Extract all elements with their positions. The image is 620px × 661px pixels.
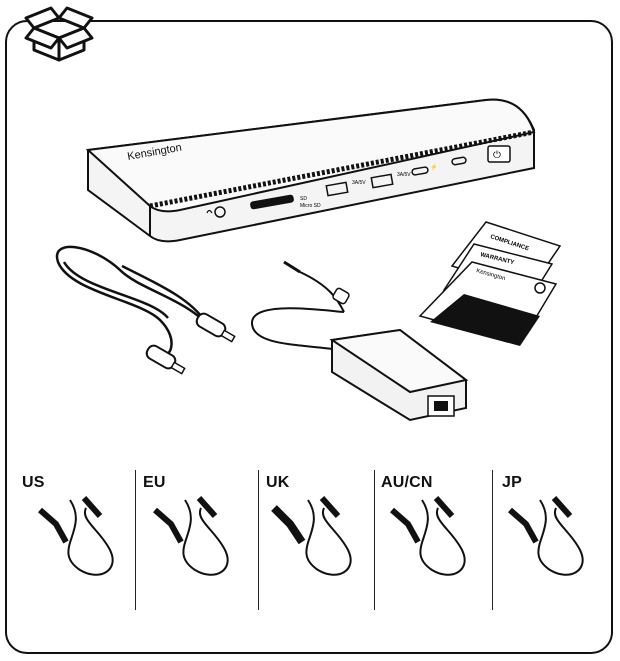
region-label-jp: JP <box>502 474 522 491</box>
headphone-icon <box>206 209 213 214</box>
usb-c-port <box>451 156 467 166</box>
usb-power-label-1: 3A/5V <box>352 180 366 186</box>
region-label-eu: EU <box>143 474 166 491</box>
sd-card-slot <box>250 194 294 210</box>
usb-power-label-2: 3A/5V <box>397 172 411 178</box>
docking-station: Kensington SD Micro SD 3A/5V 3A/5V ⚡ ⏻ <box>85 98 536 243</box>
power-cords-row <box>38 496 584 576</box>
package-contents-frame <box>5 20 613 654</box>
usb-a-port-2 <box>370 173 394 189</box>
sd-label: SD <box>300 196 307 202</box>
region-label-au-cn: AU/CN <box>381 474 433 491</box>
audio-jack-port <box>214 206 226 218</box>
region-separator-3 <box>374 470 375 610</box>
thunderbolt-port <box>411 166 429 176</box>
thunderbolt-icon: ⚡ <box>430 163 437 171</box>
thunderbolt-plug-1 <box>195 312 236 343</box>
region-label-uk: UK <box>266 474 290 491</box>
region-separator-4 <box>492 470 493 610</box>
open-box-icon <box>24 6 94 62</box>
thunderbolt-cable <box>55 245 214 357</box>
power-button[interactable] <box>487 145 511 163</box>
region-separator-2 <box>258 470 259 610</box>
usb-a-port-1 <box>325 181 349 197</box>
micro-sd-label: Micro SD <box>300 203 321 209</box>
power-icon: ⏻ <box>493 150 501 161</box>
region-separator-1 <box>135 470 136 610</box>
thunderbolt-plug-2 <box>145 344 186 375</box>
documents-stack: COMPLIANCE WARRANTY Kensington <box>418 221 562 346</box>
region-label-us: US <box>22 474 45 491</box>
power-adapter <box>250 260 469 422</box>
